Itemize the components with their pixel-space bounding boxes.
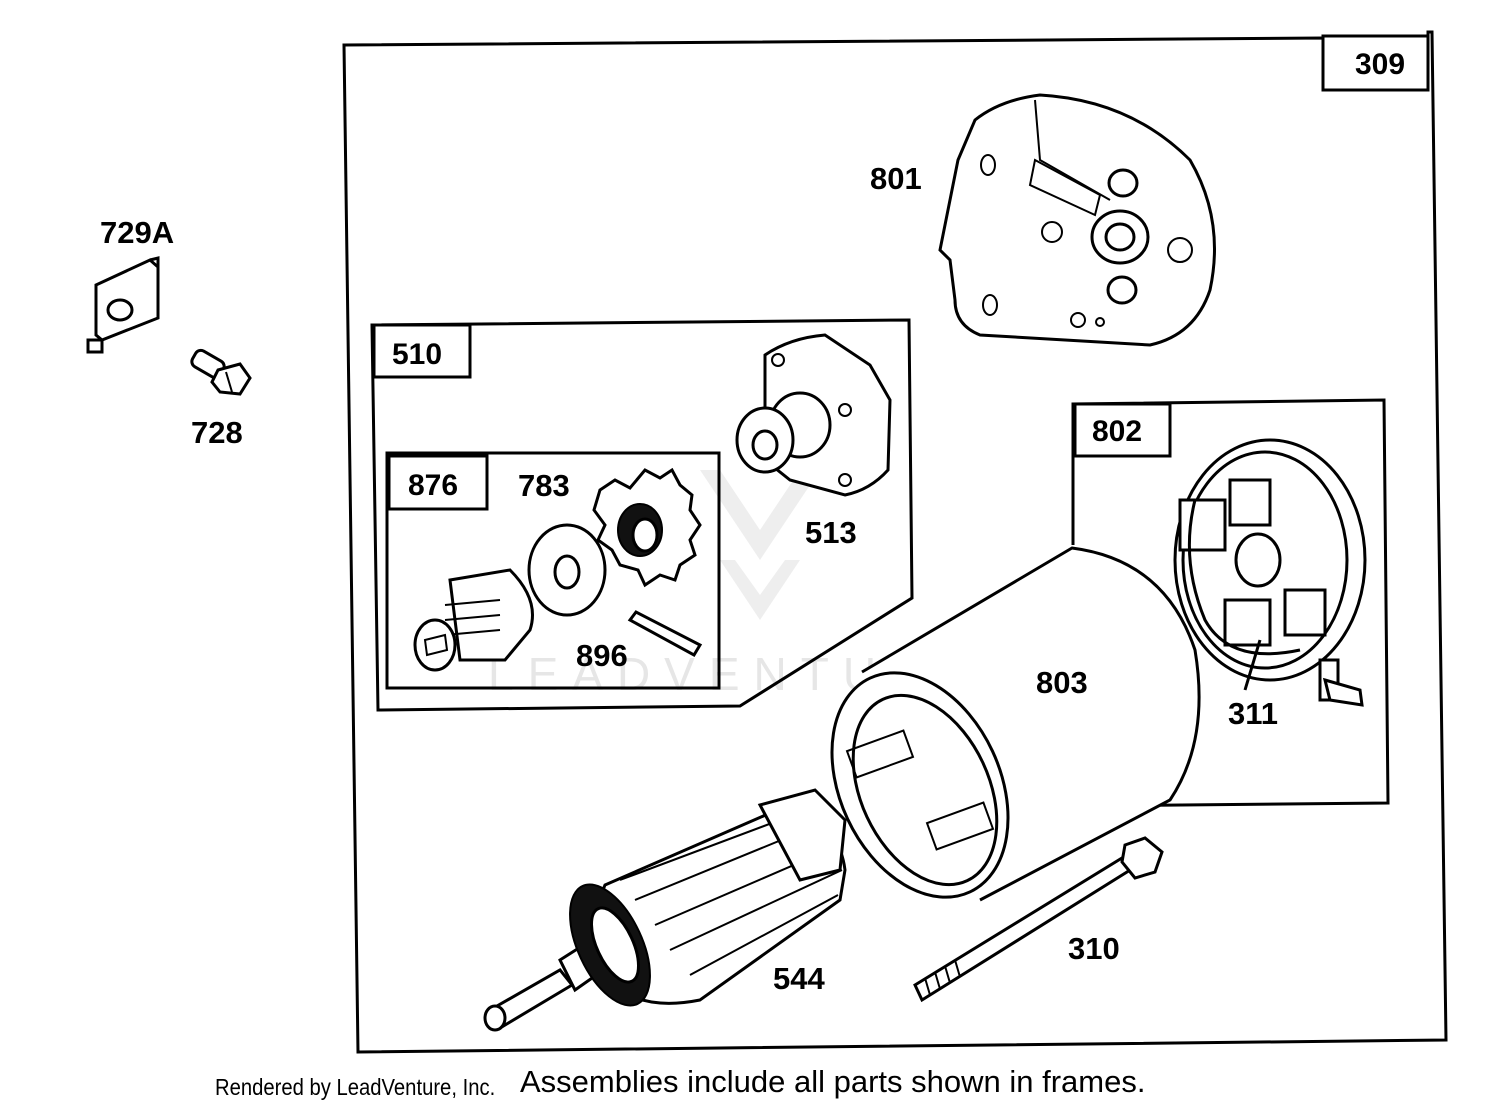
- housing-803-drawing: [830, 546, 1201, 902]
- part-label-310: 310: [1068, 931, 1120, 966]
- bolt-728-drawing: [190, 348, 252, 396]
- part-label-544: 544: [773, 961, 825, 996]
- through-bolt-310-drawing: [913, 836, 1164, 1003]
- brush-assembly-311-drawing: [1173, 438, 1367, 707]
- frame-876: 876: [385, 451, 721, 690]
- part-label-801: 801: [870, 161, 922, 196]
- frame-label-309: 309: [1355, 48, 1405, 81]
- part-labels: 729A 728 801 513 783 896 803 311 544 310: [100, 161, 1278, 996]
- frame-309: 309: [342, 30, 1448, 1054]
- part-label-311: 311: [1228, 696, 1278, 731]
- footer-credit: Rendered by LeadVenture, Inc.: [215, 1074, 496, 1100]
- frame-802: 802: [1071, 398, 1390, 808]
- frame-label-510: 510: [392, 338, 442, 371]
- part-label-783: 783: [518, 468, 570, 503]
- part-label-896: 896: [576, 638, 628, 673]
- part-label-729a: 729A: [100, 215, 174, 250]
- end-plate-801-drawing: [938, 93, 1216, 347]
- frame-label-802: 802: [1092, 415, 1142, 448]
- bracket-729a-drawing: [86, 256, 160, 354]
- drive-513-drawing: [735, 333, 892, 497]
- footer-note: Assemblies include all parts shown in fr…: [520, 1064, 1146, 1099]
- part-label-513: 513: [805, 515, 857, 550]
- frame-510: 510: [370, 318, 914, 712]
- frame-label-876: 876: [408, 469, 458, 502]
- armature-544-drawing: [483, 788, 847, 1032]
- drive-kit-876-drawing: [413, 467, 703, 672]
- part-label-728: 728: [191, 415, 243, 450]
- part-label-803: 803: [1036, 665, 1088, 700]
